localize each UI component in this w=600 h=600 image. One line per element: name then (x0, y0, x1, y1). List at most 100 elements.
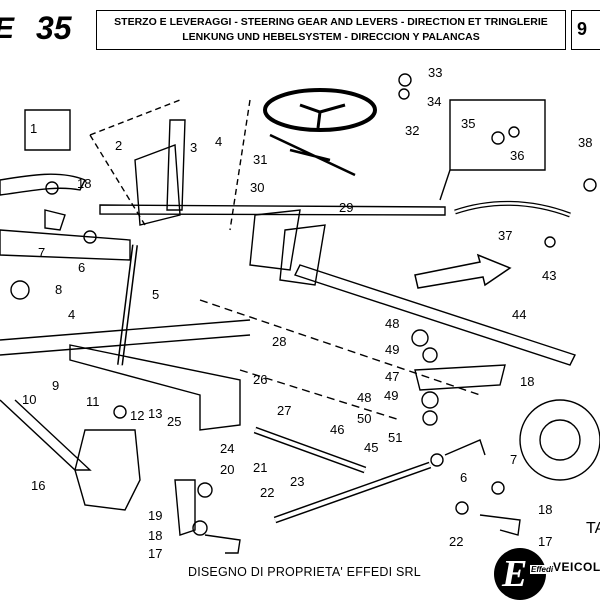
callout-label: 31 (253, 152, 267, 167)
washer-18c (45, 181, 59, 195)
fitting-35 (491, 131, 505, 145)
left-arm (0, 173, 86, 196)
washer-22 (455, 501, 469, 515)
wheel-hub (519, 399, 600, 481)
washer-18b (491, 481, 505, 495)
callout-label: 27 (277, 403, 291, 418)
callout-label: 43 (542, 268, 556, 283)
ball-joint-17b (479, 514, 521, 536)
steering-wheel-spokes (299, 103, 346, 129)
page-number: 9 (577, 19, 588, 39)
callout-label: 19 (148, 508, 162, 523)
tie-end-7 (44, 209, 66, 231)
callout-label: 24 (220, 441, 234, 456)
callout-label: 8 (55, 282, 62, 297)
washer-48b (421, 391, 439, 409)
steering-box-16 (74, 429, 141, 511)
leader-dashed-5 (239, 369, 401, 421)
grommet-33 (398, 73, 412, 87)
callout-label: 7 (38, 245, 45, 260)
callout-label: 48 (357, 390, 371, 405)
callout-label: 9 (52, 378, 59, 393)
effedi-logo: E (494, 548, 546, 600)
callout-label: 44 (512, 307, 526, 322)
column-bracket-2 (134, 144, 181, 226)
callout-label: 48 (385, 316, 399, 331)
washer-20 (197, 482, 213, 498)
callout-label: 3 (190, 140, 197, 155)
left-axle (0, 229, 131, 261)
callout-label: 16 (31, 478, 45, 493)
drag-link-46-inner (254, 428, 366, 472)
wheel-hub-inner (539, 419, 581, 461)
washer-49b (422, 410, 438, 426)
callout-label: 46 (330, 422, 344, 437)
steering-shaft-inner (118, 244, 137, 366)
callout-label: 22 (449, 534, 463, 549)
callout-label: 6 (460, 470, 467, 485)
ownership-notice: DISEGNO DI PROPRIETA' EFFEDI SRL (188, 565, 421, 579)
header: E 35 STERZO E LEVERAGGI - STEERING GEAR … (0, 0, 600, 62)
direction-arrow (414, 253, 512, 289)
left-lower-rod (0, 399, 92, 471)
leader-dashed-3 (229, 99, 251, 231)
middle-rods (0, 319, 251, 356)
upper-rod (99, 204, 446, 216)
brand-fragment-footer: VEICOLI (553, 560, 600, 574)
callout-label: 32 (405, 123, 419, 138)
callout-label: 18 (77, 176, 91, 191)
callout-label: 17 (148, 546, 162, 561)
title-line-2: LENKUNG UND HEBELSYSTEM - DIRECCION Y PA… (182, 31, 480, 43)
bracket-27 (69, 344, 241, 431)
logo-letter: E (502, 553, 528, 595)
callout-label: 6 (78, 260, 85, 275)
callout-label: 13 (148, 406, 162, 421)
callout-label: 29 (339, 200, 353, 215)
callout-label: 26 (253, 372, 267, 387)
callout-label: 12 (130, 408, 144, 423)
tie-end-7b (444, 439, 486, 456)
corner-fragment: TA (586, 520, 600, 537)
callout-label: 30 (250, 180, 264, 195)
leader-dashed-1 (89, 99, 181, 136)
callout-label: 22 (260, 485, 274, 500)
callout-label: 45 (364, 440, 378, 455)
callout-label: 1 (30, 121, 37, 136)
steering-wheel (263, 88, 377, 132)
callout-label: 25 (167, 414, 181, 429)
callout-label: 47 (385, 369, 399, 384)
callout-label: 18 (538, 502, 552, 517)
tie-rod-44 (294, 264, 576, 366)
washer-6b (430, 453, 444, 467)
callout-label: 37 (498, 228, 512, 243)
lever-47 (414, 364, 506, 391)
section-number: 35 (36, 10, 72, 46)
callout-label: 5 (152, 287, 159, 302)
callout-label: 49 (385, 342, 399, 357)
callout-label: 2 (115, 138, 122, 153)
rod-23-inner (274, 463, 431, 522)
callout-label: 18 (148, 528, 162, 543)
washer-48 (411, 329, 429, 347)
shroud-30 (249, 209, 301, 271)
leader-dashed-2 (89, 134, 146, 226)
callout-label: 28 (272, 334, 286, 349)
page-number-box: 9 (571, 10, 600, 50)
pitman-arm-19 (174, 479, 196, 536)
callout-labels: 1 2 3 4 18 7 6 30 31 29 32 33 34 35 36 3… (22, 65, 592, 561)
callout-label: 4 (215, 134, 222, 149)
callout-label: 18 (520, 374, 534, 389)
ball-joint-17 (204, 534, 241, 554)
callout-label: 51 (388, 430, 402, 445)
logo-text: Effedi (530, 565, 555, 574)
callout-label: 7 (510, 452, 517, 467)
callout-label: 21 (253, 460, 267, 475)
leader-dashed-4 (199, 299, 481, 396)
callout-label: 17 (538, 534, 552, 549)
callout-label: 50 (357, 411, 371, 426)
title-box: STERZO E LEVERAGGI - STEERING GEAR AND L… (96, 10, 566, 50)
title-line-1: STERZO E LEVERAGGI - STEERING GEAR AND L… (114, 16, 548, 28)
nipple-38 (583, 178, 597, 192)
callout-label: 33 (428, 65, 442, 80)
callout-label: 20 (220, 462, 234, 477)
